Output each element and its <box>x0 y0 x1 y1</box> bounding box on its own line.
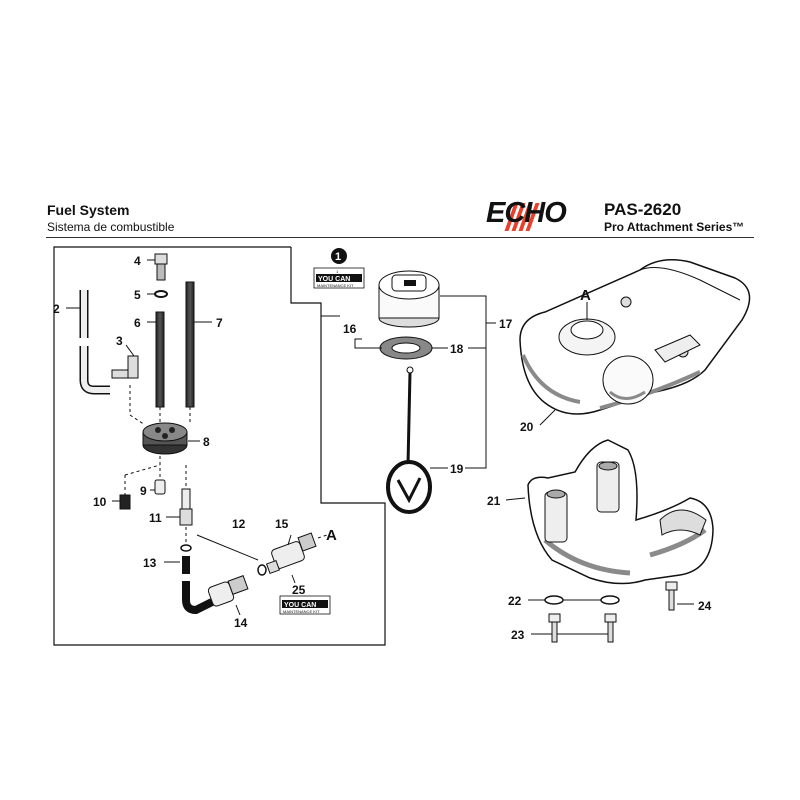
callout-24: 24 <box>698 599 712 613</box>
part-3-fitting[interactable] <box>111 355 139 379</box>
part-10-weight[interactable] <box>119 494 131 510</box>
part-17-fuel-cap[interactable] <box>378 270 440 328</box>
callout-ref-a-left: A <box>326 527 337 544</box>
part-9-filter[interactable] <box>154 479 166 495</box>
callout-5: 5 <box>134 288 141 302</box>
callout-20: 20 <box>520 420 534 434</box>
part-21-tank-guard[interactable] <box>527 439 714 585</box>
echo-logo-stripes <box>504 203 540 231</box>
callout-6: 6 <box>134 316 141 330</box>
page-subtitle: Sistema de combustible <box>47 220 175 234</box>
part-20-fuel-tank[interactable] <box>519 259 751 415</box>
model-number: PAS-2620 <box>604 200 682 219</box>
callout-1: 1 <box>335 251 341 263</box>
callout-25: 25 <box>292 583 306 597</box>
part-22-washer-left[interactable] <box>544 595 564 605</box>
callout-7: 7 <box>216 316 223 330</box>
kit-label-1-caption: MAINTENANCE KIT <box>317 283 354 288</box>
part-8-grommet[interactable] <box>142 422 188 455</box>
header-divider <box>46 237 754 238</box>
part-13-fuel-line[interactable] <box>181 556 214 615</box>
callout-ref-a-tank: A <box>580 287 591 304</box>
callout-10: 10 <box>93 495 107 509</box>
callout-18: 18 <box>450 342 464 356</box>
part-15-fitting[interactable] <box>265 532 317 575</box>
callout-2: 2 <box>53 302 60 316</box>
part-6-tube[interactable] <box>155 311 165 408</box>
callout-12: 12 <box>232 517 246 531</box>
callout-11: 11 <box>149 511 162 525</box>
part-23-screw-left[interactable] <box>548 613 561 643</box>
callout-16: 16 <box>343 322 357 336</box>
kit-label-25-caption: MAINTENANCE KIT <box>283 609 320 614</box>
part-19-retainer[interactable] <box>386 366 432 514</box>
group-outline <box>53 246 386 646</box>
part-11-fitting[interactable] <box>179 488 193 526</box>
maintenance-kit-badge-top <box>313 248 365 289</box>
callout-9: 9 <box>140 484 147 498</box>
part-12-oring[interactable] <box>257 564 267 576</box>
part-14-connector[interactable] <box>207 575 249 607</box>
part-4-cap[interactable] <box>154 253 168 281</box>
part-24-screw[interactable] <box>665 581 678 611</box>
part-5-oring[interactable] <box>154 290 168 298</box>
echo-logo: ECHO <box>486 197 567 229</box>
part-22-washer-right[interactable] <box>600 595 620 605</box>
callout-8: 8 <box>203 435 210 449</box>
callout-3: 3 <box>116 334 123 348</box>
part-oring-small[interactable] <box>180 544 192 552</box>
part-2-tube[interactable] <box>79 290 110 395</box>
callout-13: 13 <box>143 556 157 570</box>
callout-15: 15 <box>275 517 289 531</box>
callout-19: 19 <box>450 462 464 476</box>
part-23-screw-right[interactable] <box>604 613 617 643</box>
callout-17: 17 <box>499 317 513 331</box>
kit-label-1-top: 1 <box>336 269 339 274</box>
part-18-gasket[interactable] <box>379 336 433 360</box>
callout-22: 22 <box>508 594 522 608</box>
maintenance-kit-badge-bottom <box>279 595 331 615</box>
callout-14: 14 <box>234 616 248 630</box>
part-7-tube[interactable] <box>185 281 195 408</box>
page-title: Fuel System <box>47 202 130 218</box>
series-name: Pro Attachment Series™ <box>604 220 745 234</box>
callout-4: 4 <box>134 254 141 268</box>
callout-21: 21 <box>487 494 501 508</box>
callout-23: 23 <box>511 628 525 642</box>
